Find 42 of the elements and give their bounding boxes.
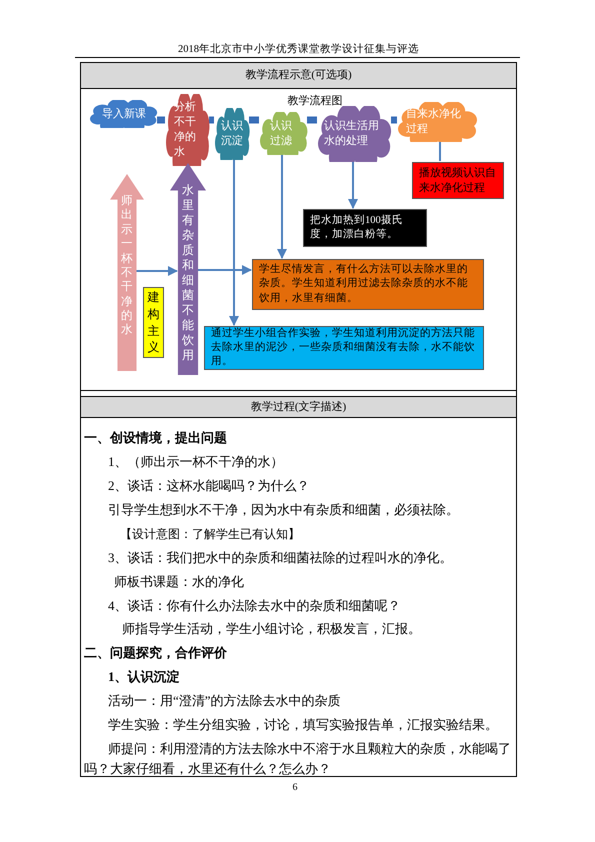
- page-number: 6: [292, 781, 298, 795]
- section-heading: 一、创设情境，提出问题: [84, 429, 227, 447]
- arrow: [229, 157, 239, 326]
- text-line: 学生实验：学生分组实验，讨论，填写实验报告单，汇报实验结果。: [108, 716, 498, 734]
- text-line: 活动一：用“澄清”的方法除去水中的杂质: [108, 692, 341, 710]
- note-box: 学生尽情发言，有什么方法可以去除水里的杂质。学生知道利用过滤去除杂质的水不能饮用，水里有细菌。: [252, 259, 484, 310]
- text-line: 师指导学生活动，学生小组讨论，积极发言，汇报。: [122, 620, 421, 638]
- up-arrow-shape: 水里有杂质和细菌不能饮用: [170, 163, 206, 375]
- text-line: 1、（师出示一杯不干净的水）: [108, 453, 284, 471]
- table-header: 教学流程示意(可选项): [81, 63, 516, 88]
- text-line: 3、谈话：我们把水中的杂质和细菌祛除的过程叫水的净化。: [108, 549, 452, 567]
- text-line: 2、谈话：这杯水能喝吗？为什么？: [108, 477, 310, 495]
- text-line: 引导学生想到水不干净，因为水中有杂质和细菌，必须祛除。: [107, 501, 459, 519]
- cloud-shape: 自来水净化过程: [398, 102, 478, 142]
- connector-line: [439, 139, 441, 161]
- arrow: [348, 159, 358, 209]
- note-box: 建构主义: [143, 287, 164, 358]
- text-line: 4、谈话：你有什么办法除去水中的杂质和细菌呢？: [108, 597, 400, 615]
- section-heading: 二、问题探究，合作评价: [84, 644, 227, 662]
- connector-band: [391, 116, 397, 124]
- note-box: 播放视频认识自来水净化过程: [412, 162, 504, 199]
- arrow: [136, 266, 178, 276]
- design-note: 【设计意图：了解学生已有认知】: [120, 526, 300, 543]
- arrow: [277, 152, 287, 259]
- table-header: 教学过程(文字描述): [81, 397, 516, 417]
- arrow: [197, 265, 252, 275]
- note-box: 把水加热到100摄氏度，加漂白粉等。: [303, 209, 427, 247]
- connector-band: [209, 116, 214, 124]
- subsection-heading: 1、认识沉淀: [108, 668, 180, 686]
- paragraph: 师提问：利用澄清的方法去除水中不溶于水且颗粒大的杂质，水能喝了吗？大家仔细看，水里还有什么？怎么办？: [84, 740, 512, 778]
- up-arrow-shape: 师出示一杯不干净的水: [110, 174, 144, 371]
- diagram-title: 教学流程图: [286, 94, 344, 109]
- page-header: 2018年北京市中小学优秀课堂教学设计征集与评选: [177, 42, 420, 57]
- connector-band: [157, 116, 165, 124]
- text-line: 师板书课题：水的净化: [114, 573, 244, 591]
- cloud-shape: 认识过滤: [260, 112, 308, 155]
- cloud-shape: 导入新课: [90, 100, 158, 128]
- connector-band: [307, 116, 317, 124]
- connector-band: [249, 116, 259, 124]
- cloud-shape: 认识生活用水的处理: [318, 106, 392, 162]
- cloud-shape: 认识沉淀: [215, 108, 250, 160]
- note-box: 通过学生小组合作实验，学生知道利用沉淀的方法只能去除水里的泥沙，一些杂质和细菌没有去除，水不能饮用。: [204, 326, 484, 370]
